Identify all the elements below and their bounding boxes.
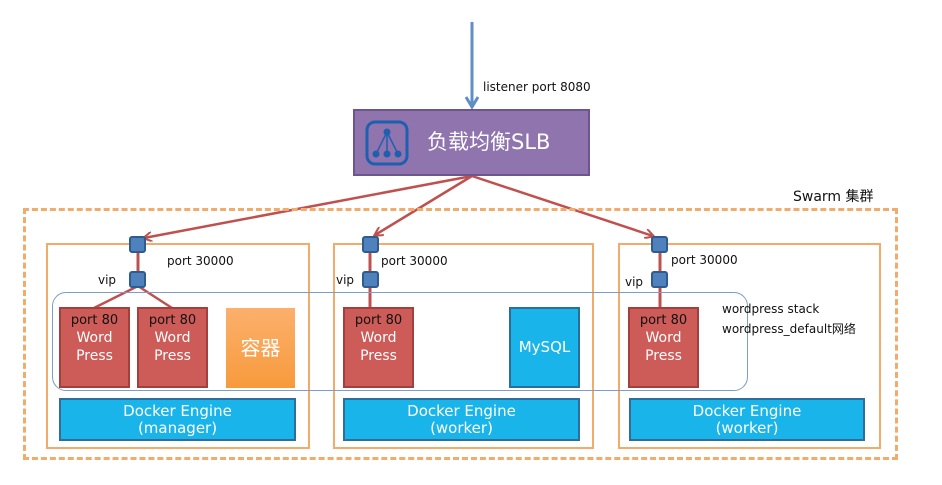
node2-port-square[interactable] [362, 236, 379, 253]
node2-vip-label: vip [336, 273, 355, 287]
node3-port-label: port 30000 [671, 253, 738, 267]
slb-to-node2-arrow [375, 174, 473, 235]
node-manager [46, 243, 310, 449]
generic-container[interactable]: 容器 [226, 308, 295, 388]
swarm-cluster-boundary [23, 208, 898, 460]
engine-title: Docker Engine [123, 402, 232, 420]
node3-vip-square[interactable] [651, 271, 668, 288]
node1-port-square[interactable] [129, 236, 146, 253]
node1-vip-to-wp2-line [137, 284, 173, 310]
node1-vip-label: vip [98, 273, 117, 287]
engine-title: Docker Engine [407, 402, 516, 420]
node2-vip-square[interactable] [362, 271, 379, 288]
docker-engine-worker-1[interactable]: Docker Engine (worker) [343, 398, 580, 441]
service-name-line2: Press [154, 348, 191, 364]
service-port-label: port 80 [354, 313, 403, 328]
wordpress-service[interactable]: port 80 Word Press [343, 307, 414, 388]
listener-port-label: listener port 8080 [483, 80, 591, 94]
service-name-line2: Press [76, 348, 113, 364]
service-name-line1: Word [360, 330, 397, 346]
node2-port-label: port 30000 [381, 254, 448, 268]
service-name-line2: Press [360, 348, 397, 364]
wordpress-service[interactable]: port 80 Word Press [59, 307, 130, 388]
node3-port-square[interactable] [651, 236, 668, 253]
engine-role: (manager) [137, 419, 218, 437]
engine-role: (worker) [715, 419, 779, 437]
network-tree-icon [365, 120, 409, 166]
swarm-cluster-label: Swarm 集群 [793, 189, 874, 205]
mysql-service[interactable]: MySQL [509, 307, 580, 388]
engine-role: (worker) [430, 419, 493, 437]
service-port-label: port 80 [148, 313, 197, 328]
service-name-line1: Word [154, 330, 191, 346]
docker-engine-manager[interactable]: Docker Engine (manager) [59, 398, 296, 441]
wordpress-stack-network [52, 292, 748, 391]
docker-engine-worker-2[interactable]: Docker Engine (worker) [629, 398, 865, 441]
service-port-label: port 80 [70, 313, 119, 328]
node1-port-label: port 30000 [167, 254, 234, 268]
service-name-line2: Press [645, 348, 682, 364]
wordpress-service[interactable]: port 80 Word Press [628, 307, 699, 388]
node-worker-2 [618, 243, 881, 449]
slb-to-node3-arrow [471, 174, 653, 236]
slb-title: 负载均衡SLB [427, 130, 551, 154]
node1-vip-square[interactable] [129, 271, 146, 288]
engine-title: Docker Engine [692, 402, 802, 420]
stack-name-label: wordpress stack [722, 302, 820, 316]
service-port-label: port 80 [639, 313, 688, 328]
load-balancer-slb[interactable]: 负载均衡SLB [353, 109, 590, 176]
stack-network-label: wordpress_default网络 [722, 322, 856, 336]
service-name-line1: Word [645, 330, 682, 346]
node3-vip-label: vip [625, 275, 644, 289]
service-name-line1: Word [76, 330, 113, 346]
node1-vip-to-wp1-line [93, 284, 139, 310]
slb-to-node1-arrow [144, 174, 473, 238]
wordpress-service[interactable]: port 80 Word Press [137, 307, 208, 388]
node-worker-1 [333, 243, 594, 449]
